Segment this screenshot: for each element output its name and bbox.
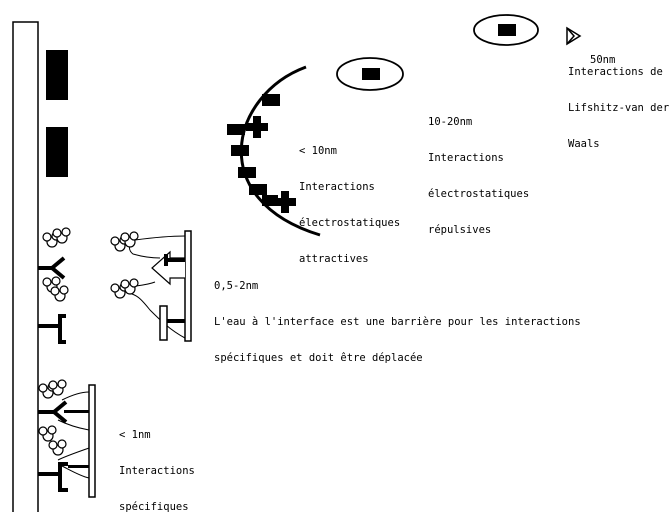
arrowhead-icon	[566, 26, 582, 46]
water-molecule-icon	[50, 285, 69, 302]
far-particle-core	[498, 24, 516, 36]
mid-particle-core	[362, 68, 380, 80]
water-molecule-icon	[48, 439, 67, 456]
label-repulsive-distance: 10-20nm	[428, 116, 473, 128]
label-lifshitz-line1: Interactions de	[568, 66, 663, 78]
t-anchor-icon	[164, 254, 185, 266]
plus-charge-icon	[274, 191, 296, 213]
minus-charge-icon	[262, 195, 278, 206]
label-lifshitz-distance: 50nm	[590, 54, 616, 66]
label-attractive-line1: Interactions	[299, 181, 375, 193]
receptor-plate	[184, 230, 192, 342]
receptor-plate-bound	[88, 384, 96, 498]
interaction-diagram	[12, 14, 582, 512]
label-specific-line1: Interactions	[119, 465, 195, 477]
t-anchor-icon	[159, 305, 185, 341]
label-lifshitz-line2: Lifshitz-van der	[568, 102, 670, 114]
y-receptor-icon	[38, 400, 89, 424]
y-receptor-icon	[38, 256, 66, 280]
label-lifshitz: 50nm	[590, 30, 615, 78]
label-lifshitz-text: Interactions de Lifshitz-van der Waals	[568, 42, 669, 162]
label-specific-line2: spécifiques	[119, 501, 189, 513]
label-water: 0,5-2nm L'eau à l'interface est une barr…	[214, 256, 581, 376]
label-repulsive: 10-20nm Interactions électrostatiques ré…	[428, 92, 529, 248]
label-lifshitz-line3: Waals	[568, 138, 600, 150]
label-water-line2: spécifiques et doit être déplacée	[214, 352, 423, 364]
t-anchor-icon	[38, 314, 66, 344]
minus-charge-icon	[231, 145, 249, 156]
label-repulsive-line2: électrostatiques	[428, 188, 530, 200]
label-attractive-line3: attractives	[299, 253, 369, 265]
minus-charge-icon	[238, 167, 256, 178]
minus-charge-icon	[227, 124, 245, 135]
label-attractive-line2: électrostatiques	[299, 217, 401, 229]
displacement-arrow	[151, 250, 185, 286]
label-water-distance: 0,5-2nm	[214, 280, 259, 292]
plus-charge-icon	[246, 116, 268, 138]
bound-ligand-outline	[57, 391, 90, 479]
label-attractive: < 10nm Interactions électrostatiques att…	[299, 121, 400, 277]
water-molecule-icon	[38, 425, 57, 442]
label-specific: < 1nm Interactions spécifiques	[119, 405, 195, 525]
surface-charge-block-1	[46, 50, 68, 100]
label-water-line1: L'eau à l'interface est une barrière pou…	[214, 316, 581, 328]
minus-charge-icon	[262, 94, 280, 106]
t-anchor-icon	[38, 462, 89, 492]
label-repulsive-line1: Interactions	[428, 152, 504, 164]
label-repulsive-line3: répulsives	[428, 224, 492, 236]
label-attractive-distance: < 10nm	[299, 145, 337, 157]
surface-substrate	[12, 21, 39, 512]
label-specific-distance: < 1nm	[119, 429, 151, 441]
surface-charge-block-2	[46, 127, 68, 177]
minus-charge-icon	[249, 184, 267, 195]
